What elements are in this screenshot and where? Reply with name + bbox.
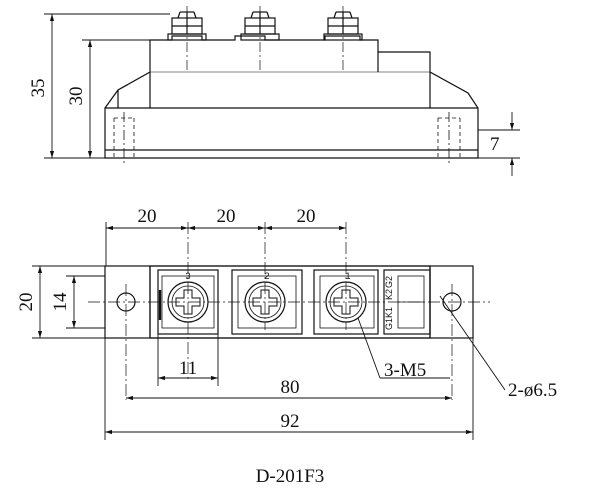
dim-terminal-11 bbox=[157, 334, 219, 386]
callout-hole: 2-ø6.5 bbox=[508, 380, 557, 401]
leader-3-m5 bbox=[357, 317, 381, 379]
dim-label-35: 35 bbox=[28, 79, 49, 98]
dim-label-7: 7 bbox=[490, 134, 500, 155]
dim-label-pitch-1: 20 bbox=[138, 206, 157, 227]
dim-label-width-20: 20 bbox=[16, 293, 37, 312]
terminal-number-2: 2 bbox=[264, 271, 269, 281]
gate-label-k1: K1 bbox=[384, 307, 394, 318]
dim-30 bbox=[82, 39, 150, 158]
dim-label-spacing-80: 80 bbox=[281, 377, 300, 398]
dim-pitch bbox=[105, 222, 346, 266]
dim-label-terminal-11: 11 bbox=[179, 358, 197, 379]
callout-3-m5: 3-M5 bbox=[384, 360, 426, 381]
gate-label-k2: K2 bbox=[384, 289, 394, 300]
side-hidden-holes bbox=[113, 112, 461, 165]
top-view bbox=[32, 222, 506, 440]
dim-label-length-92: 92 bbox=[281, 411, 300, 432]
dim-label-pitch-2: 20 bbox=[217, 206, 236, 227]
model-label: D-201F3 bbox=[256, 466, 325, 487]
gate-label-g2: G2 bbox=[384, 276, 394, 288]
dim-label-width-14: 14 bbox=[50, 292, 71, 312]
dim-7 bbox=[478, 112, 520, 176]
dim-length-92 bbox=[104, 338, 474, 440]
gate-label-g1: G1 bbox=[384, 318, 394, 330]
terminal-number-3: 3 bbox=[185, 271, 190, 281]
side-view-body bbox=[104, 35, 479, 159]
dim-35 bbox=[44, 13, 170, 159]
leader-hole bbox=[439, 295, 506, 391]
dim-label-30: 30 bbox=[66, 87, 87, 106]
side-view bbox=[44, 6, 520, 176]
terminal-number-1: 1 bbox=[345, 271, 350, 281]
dim-width-20 bbox=[32, 265, 105, 339]
dim-label-pitch-3: 20 bbox=[297, 206, 316, 227]
dim-width-14 bbox=[66, 275, 105, 329]
